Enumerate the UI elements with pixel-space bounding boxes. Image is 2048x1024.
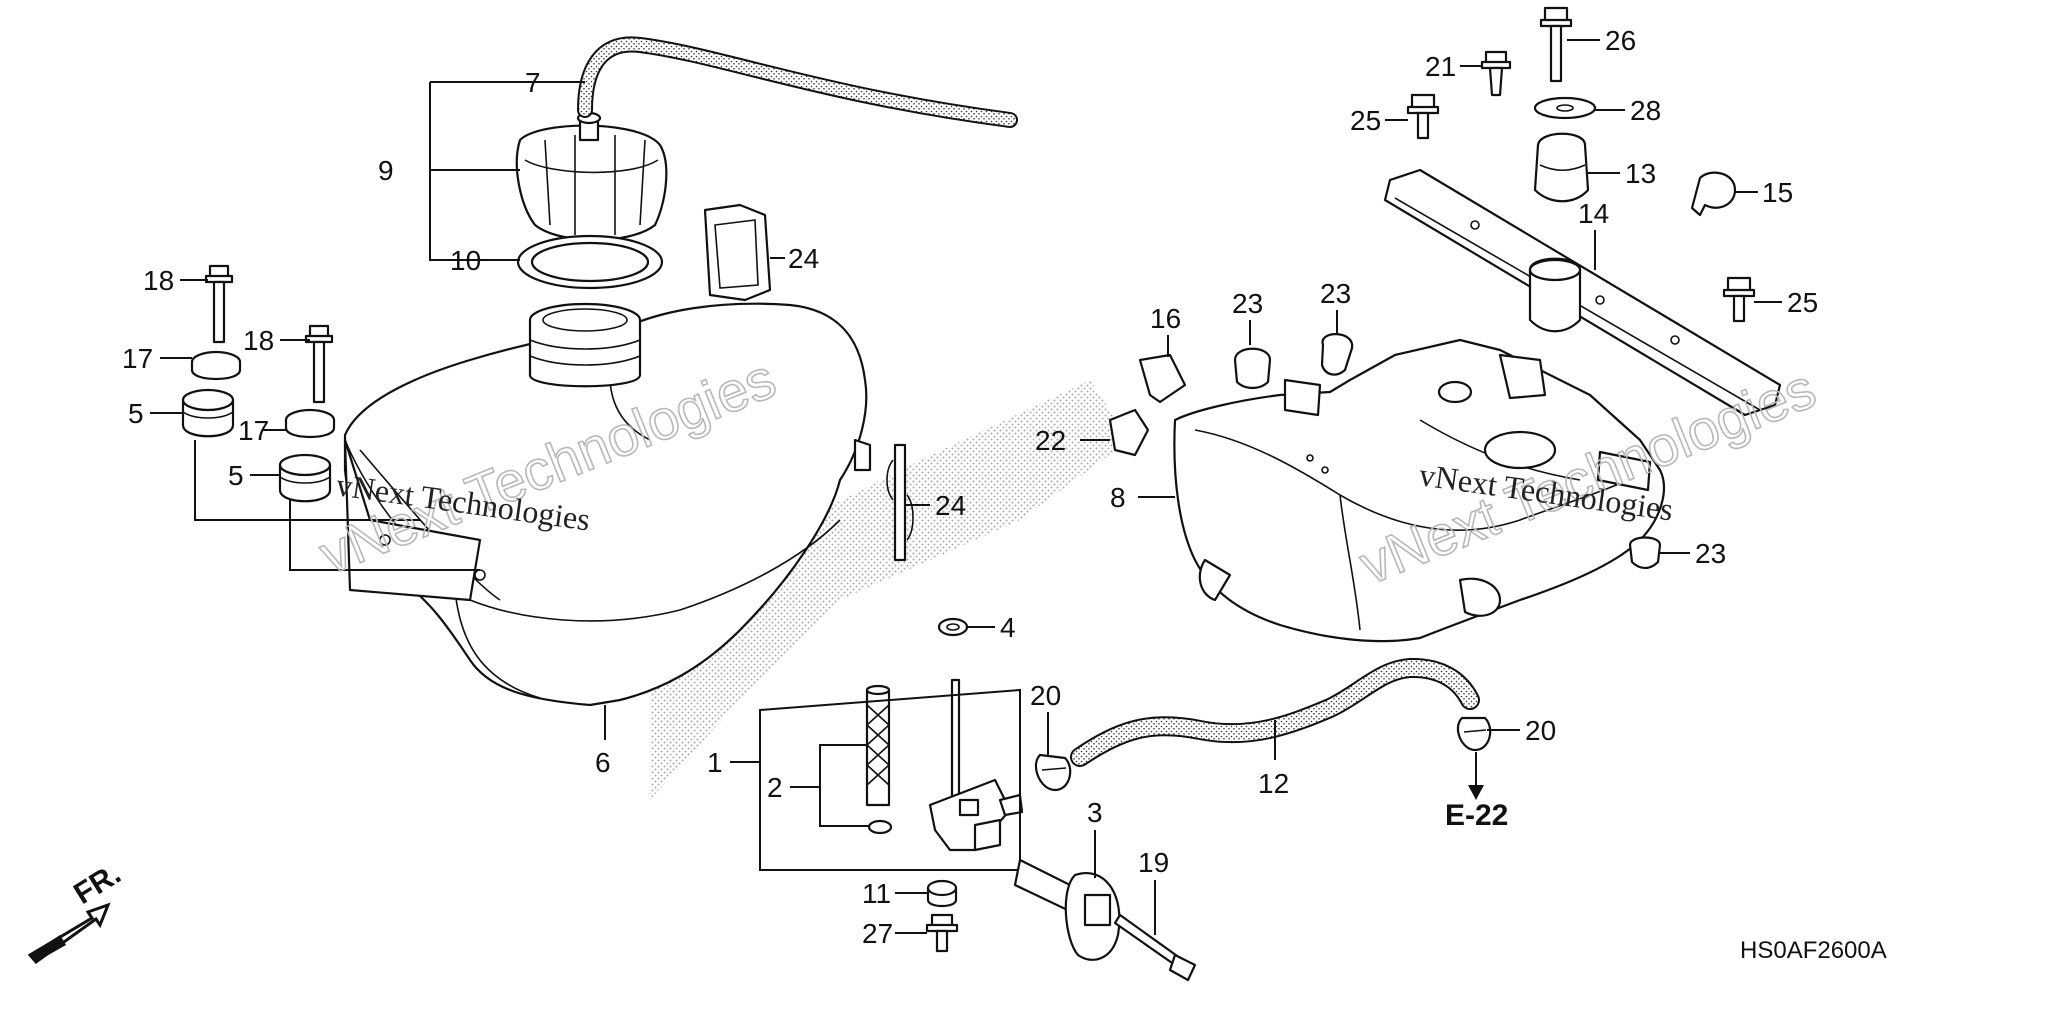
callout-20b: 20 bbox=[1525, 715, 1556, 746]
fuel-strainer bbox=[865, 684, 891, 807]
callout-9: 9 bbox=[378, 155, 394, 186]
callout-3: 3 bbox=[1087, 797, 1103, 828]
grommet-23a bbox=[1233, 347, 1272, 390]
callout-11: 11 bbox=[862, 878, 891, 909]
fuel-tank bbox=[343, 302, 872, 707]
callout-18b: 18 bbox=[243, 325, 274, 356]
callout-17b: 17 bbox=[238, 415, 269, 446]
bolt-25-upper bbox=[1406, 93, 1440, 140]
callout-23a: 23 bbox=[1232, 288, 1263, 319]
callout-12: 12 bbox=[1258, 768, 1289, 799]
nut-11 bbox=[926, 879, 958, 908]
rubber-14 bbox=[1533, 132, 1590, 203]
front-direction-arrow: FR. bbox=[27, 857, 127, 965]
valve-nut-4 bbox=[937, 617, 969, 637]
callout-5a: 5 bbox=[128, 398, 144, 429]
washer-17-left bbox=[190, 350, 242, 380]
bolt-18-right bbox=[304, 324, 334, 404]
support-bracket-15 bbox=[1383, 168, 1782, 417]
grommet-23c bbox=[1628, 536, 1662, 570]
tank-band-lower bbox=[886, 443, 914, 562]
callout-15: 14 bbox=[1578, 198, 1609, 229]
screw-27 bbox=[925, 913, 959, 953]
bolt-26 bbox=[1539, 6, 1573, 83]
callout-26: 26 bbox=[1605, 25, 1636, 56]
mount-collar-3 bbox=[1013, 858, 1121, 961]
clip-22 bbox=[1108, 408, 1150, 457]
front-label: FR. bbox=[68, 857, 126, 911]
callout-24a: 24 bbox=[788, 243, 819, 274]
callout-19: 19 bbox=[1138, 847, 1169, 878]
callout-21: 21 bbox=[1425, 51, 1456, 82]
callout-20a: 20 bbox=[1030, 680, 1061, 711]
callout-24b: 24 bbox=[935, 490, 966, 521]
clip-16 bbox=[1138, 353, 1187, 404]
callout-27: 27 bbox=[862, 918, 893, 949]
bolt-18-left bbox=[204, 264, 234, 344]
fuel-hose-12 bbox=[1070, 657, 1480, 767]
bolt-25-lower bbox=[1722, 276, 1756, 323]
callout-5b: 5 bbox=[228, 460, 244, 491]
callout-23b: 23 bbox=[1320, 278, 1351, 309]
callout-23c: 23 bbox=[1695, 538, 1726, 569]
callout-25b: 25 bbox=[1787, 287, 1818, 318]
rubber-5-right bbox=[278, 453, 332, 503]
tank-cover bbox=[1173, 338, 1665, 643]
callout-7: 7 bbox=[525, 67, 541, 98]
breather-tube bbox=[577, 36, 1018, 128]
dotted-shadow-region bbox=[650, 380, 1130, 800]
hose-clip-20-left bbox=[1034, 753, 1072, 792]
washer-17-right bbox=[284, 408, 336, 438]
callout-14: 13 bbox=[1625, 158, 1656, 189]
cap-gasket bbox=[516, 234, 664, 290]
callout-13: 15 bbox=[1762, 177, 1793, 208]
bolt-19 bbox=[1113, 913, 1197, 982]
callout-22: 22 bbox=[1035, 425, 1066, 456]
callout-4: 4 bbox=[1000, 612, 1016, 643]
fuel-cap bbox=[515, 111, 668, 242]
callout-10: 10 bbox=[450, 245, 481, 276]
callout-16: 16 bbox=[1150, 303, 1181, 334]
callout-2: 2 bbox=[767, 772, 783, 803]
callout-6: 6 bbox=[595, 747, 611, 778]
reference-e22: E-22 bbox=[1445, 799, 1508, 832]
callout-1: 1 bbox=[707, 747, 723, 778]
hose-clip-20-right bbox=[1456, 716, 1492, 752]
diagram-code: HS0AF2600A bbox=[1740, 937, 1887, 964]
callout-8: 8 bbox=[1110, 482, 1126, 513]
callout-25a: 25 bbox=[1350, 105, 1381, 136]
strainer-seal bbox=[867, 819, 893, 835]
fuel-valve bbox=[928, 678, 1024, 852]
callout-labels: 7 9 10 24 18 17 5 18 17 5 6 24 4 1 2 11 … bbox=[122, 25, 1818, 949]
grommet-23b bbox=[1320, 333, 1354, 376]
rubber-5-left bbox=[181, 388, 235, 438]
callout-28: 28 bbox=[1630, 95, 1661, 126]
leader-lines bbox=[150, 39, 1782, 935]
callout-17a: 17 bbox=[122, 343, 153, 374]
clip-13 bbox=[1690, 171, 1737, 217]
tank-band-upper bbox=[703, 203, 772, 302]
washer-28 bbox=[1533, 96, 1597, 120]
callout-18a: 18 bbox=[143, 265, 174, 296]
bolt-21 bbox=[1480, 50, 1512, 97]
